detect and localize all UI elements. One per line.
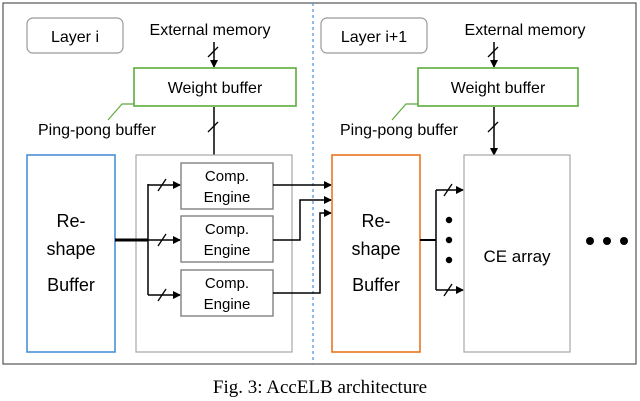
bus-slash [157, 288, 167, 302]
layer-i1-external-memory: External memory [465, 22, 586, 39]
engine-1-line2: Engine [204, 189, 251, 206]
engine-3-output [273, 209, 332, 294]
engine-1-line1: Comp. [205, 168, 249, 185]
reshape-buffer-i1 [331, 154, 421, 353]
ellipsis-dot [445, 256, 453, 264]
continuation-dot [620, 237, 628, 245]
layer-i-external-memory: External memory [150, 22, 271, 39]
bus-slash [487, 121, 499, 133]
layer-i1-label: Layer i+1 [341, 29, 407, 46]
bus-slash [157, 178, 167, 192]
engine-2-line2: Engine [204, 242, 251, 259]
layer-i-label-box [26, 17, 124, 54]
outer-frame [2, 2, 637, 365]
reshape-i-line2: shape [46, 239, 95, 259]
weight-buffer-i-label: Weight buffer [168, 80, 263, 97]
ce-array [463, 154, 571, 353]
engine-2-output [273, 196, 332, 241]
bus-slash [207, 46, 219, 58]
reshape-i-line1: Re- [56, 211, 85, 231]
bus-slash [487, 46, 499, 58]
layer-i1-label-box [320, 17, 428, 54]
layer-i-label: Layer i [51, 29, 99, 46]
weight-buffer-i [133, 67, 297, 107]
ellipsis-dot [445, 236, 453, 244]
bus-slash [207, 121, 219, 133]
reshape-buffer-i [26, 154, 116, 353]
bus-slash [443, 283, 453, 297]
ping-pong-i-callout [107, 103, 134, 121]
ping-pong-i1-label: Ping-pong buffer [340, 122, 459, 139]
bus-slash [443, 183, 453, 197]
engine-3-line1: Comp. [205, 275, 249, 292]
figure-caption: Fig. 3: AccELB architecture [213, 377, 427, 398]
engine-3-line2: Engine [204, 296, 251, 313]
comp-engine-1 [180, 162, 274, 210]
comp-engine-2 [180, 215, 274, 263]
reshape-i-line3: Buffer [47, 275, 95, 295]
ping-pong-i-label: Ping-pong buffer [38, 122, 157, 139]
weight-buffer-i1-label: Weight buffer [451, 80, 546, 97]
ping-pong-i1-callout [391, 103, 418, 121]
continuation-dot [603, 237, 611, 245]
engine-2-line1: Comp. [205, 221, 249, 238]
ce-array-label: CE array [483, 247, 551, 266]
weight-buffer-i1 [417, 67, 579, 107]
ellipsis-dot [445, 216, 453, 224]
continuation-dot [586, 237, 594, 245]
reshape-i1-line3: Buffer [352, 275, 400, 295]
bus-slash [157, 233, 167, 247]
reshape-i1-line1: Re- [361, 211, 390, 231]
reshape-i1-line2: shape [351, 239, 400, 259]
